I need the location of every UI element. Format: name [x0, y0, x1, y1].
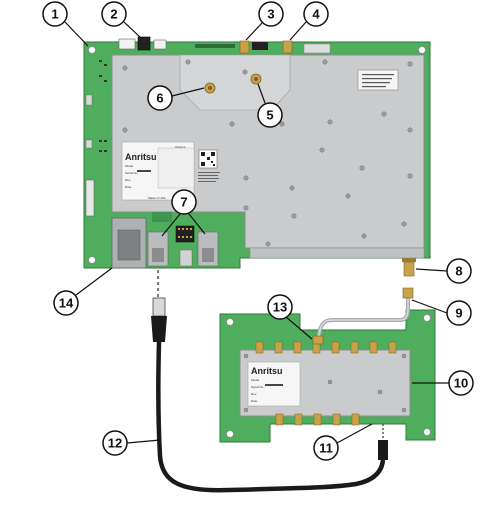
usb-plug-housing [151, 316, 167, 342]
small-connector-white [153, 39, 167, 50]
sub-bottom-connectors [275, 413, 360, 426]
leader-lines [64, 21, 449, 444]
callout-7: 7 [171, 189, 197, 215]
sub-model-label: Model [251, 378, 260, 382]
callout-1: 1 [42, 1, 68, 27]
svg-text:13: 13 [273, 300, 287, 315]
svg-text:14: 14 [59, 296, 74, 311]
callout-3: 3 [258, 1, 284, 27]
callout-6: 6 [147, 85, 173, 111]
main-serial-label: Serial No. [125, 171, 138, 175]
sub-serial-label: Serial No. [251, 385, 264, 389]
svg-text:4: 4 [312, 7, 320, 22]
main-rev-label: Rev. [125, 178, 131, 182]
svg-text:3: 3 [267, 7, 274, 22]
callout-9: 9 [446, 300, 472, 326]
svg-text:11: 11 [319, 441, 333, 456]
main-bottom-connectors [111, 212, 219, 269]
main-product-label: Anritsu Model Serial No. Rev. Date Made … [121, 141, 220, 201]
svg-text:1: 1 [51, 7, 58, 22]
power-connector-black [137, 36, 151, 51]
top-label-tag [303, 43, 331, 54]
sub-date-label: Date [251, 399, 258, 403]
main-date-label: Date [125, 185, 132, 189]
svg-text:12: 12 [108, 436, 122, 451]
rf-connector-4 [282, 40, 293, 54]
callout-11: 11 [313, 435, 339, 461]
power-connector-white [118, 38, 136, 50]
sub-top-connectors [255, 341, 397, 354]
svg-text:10: 10 [454, 376, 468, 391]
main-options-label: Options [175, 145, 186, 149]
callout-5: 5 [257, 102, 283, 128]
main-origin-label: Made in USA [148, 196, 166, 200]
cable-wire [156, 341, 386, 493]
main-brand-text: Anritsu [125, 152, 157, 162]
callout-14: 14 [53, 290, 79, 316]
side-rf-connector [402, 258, 416, 277]
callout-bubbles: 1 2 3 4 5 6 7 8 [42, 1, 474, 461]
usb-a-plug [152, 297, 166, 317]
callout-13: 13 [267, 294, 293, 320]
top-black-header [252, 42, 268, 50]
callout-4: 4 [303, 1, 329, 27]
cable-end-plug [378, 440, 388, 460]
pin-header [175, 225, 195, 243]
svg-text:5: 5 [266, 108, 273, 123]
svg-text:7: 7 [180, 195, 187, 210]
main-rf-connectors [204, 40, 293, 94]
rf-connector-3 [239, 40, 250, 54]
svg-text:9: 9 [455, 306, 462, 321]
svg-text:8: 8 [455, 264, 462, 279]
callout-8: 8 [446, 258, 472, 284]
callout-2: 2 [101, 1, 127, 27]
sub-board: Anritsu Model Serial No. Rev. Date [219, 309, 436, 443]
svg-text:6: 6 [156, 91, 163, 106]
sub-rev-label: Rev. [251, 392, 257, 396]
semi-rigid-cable [312, 287, 414, 345]
svg-text:2: 2 [110, 7, 117, 22]
main-model-label: Model [125, 164, 134, 168]
callout-12: 12 [102, 430, 128, 456]
sub-brand-text: Anritsu [251, 366, 283, 376]
callout-10: 10 [448, 370, 474, 396]
usb-cable [151, 270, 388, 493]
side-header [85, 179, 95, 217]
usb-micro-connector [179, 249, 193, 267]
